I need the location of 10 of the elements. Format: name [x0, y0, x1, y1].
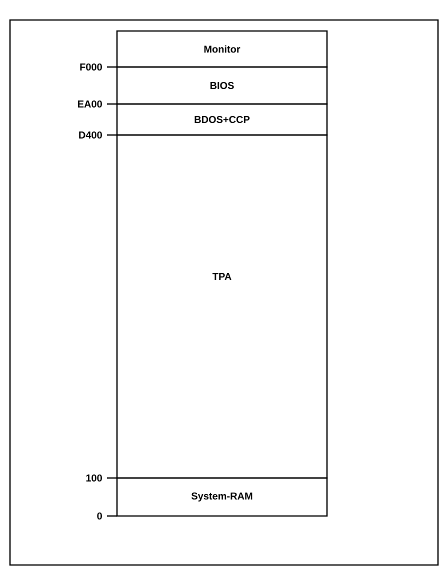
address-label: D400: [79, 131, 102, 139]
address-label: 0: [97, 512, 102, 520]
memory-block: Monitor: [116, 30, 328, 68]
address-label: F000: [80, 63, 102, 71]
memory-block: System-RAM: [116, 477, 328, 517]
memory-block: TPA: [116, 134, 328, 479]
address-label: EA00: [78, 100, 102, 108]
memory-block: BDOS+CCP: [116, 103, 328, 136]
memory-block: BIOS: [116, 66, 328, 105]
address-label: 100: [86, 474, 102, 482]
